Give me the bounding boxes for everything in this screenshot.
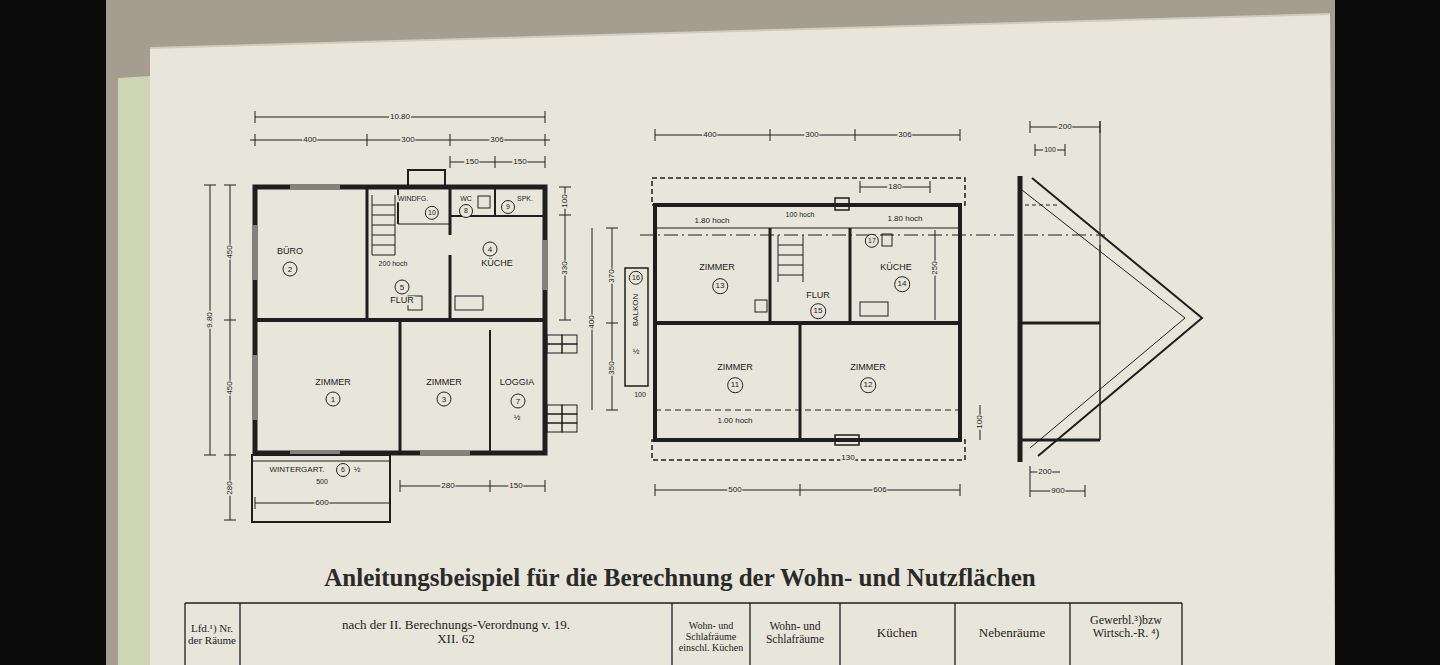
dimension-text: 200 (1037, 468, 1052, 476)
dimension-text: 150 (512, 158, 527, 166)
table-header-cell: Lfd.¹) Nr. der Räume (185, 622, 239, 646)
dimension-text: 400 (588, 314, 596, 329)
dimension-text: 350 (608, 360, 616, 375)
dimension-text: 180 (887, 183, 902, 191)
room-name: ZIMMER (698, 263, 736, 272)
table-header-cell: Gewerbl.³)bzw Wirtsch.-R. ⁴) (1071, 614, 1181, 640)
room-number: 5 (395, 280, 410, 295)
height-note: 1.00 hoch (716, 417, 753, 425)
room-number: 2 (283, 262, 298, 277)
room-name: LOGGIA (499, 378, 536, 387)
dimension-text: 100 (561, 193, 569, 208)
dimension-text: 130 (840, 454, 855, 462)
height-note: 1.80 hoch (886, 215, 923, 223)
height-note: 200 hoch (378, 260, 409, 267)
room-number: 4 (483, 242, 498, 257)
room-name: ZIMMER (716, 363, 754, 372)
dimension-text: 100 (1043, 146, 1057, 153)
room-number: 14 (894, 276, 910, 292)
page-title: Anleitungsbeispiel für die Berechnung de… (324, 564, 1035, 592)
table-header-cell: Wohn- und Schlafräume (751, 620, 839, 645)
room-number: 9 (501, 200, 515, 214)
dimension-text: 100 (976, 414, 984, 429)
dimension-text: 150 (464, 158, 479, 166)
dimension-text: 500 (315, 478, 329, 485)
dimension-text: 900 (1050, 487, 1065, 495)
room-number: 7 (511, 394, 526, 409)
dimension-text: 500 (727, 486, 742, 494)
height-note: 1.80 hoch (693, 217, 730, 225)
height-note: ½ (513, 414, 522, 422)
dimension-text: 280 (226, 480, 234, 495)
table-header-cell: Küchen (841, 626, 953, 640)
room-number: 6 (336, 463, 350, 477)
room-number: 11 (727, 377, 743, 393)
room-name: ZIMMER (425, 378, 463, 387)
room-name: ZIMMER (849, 363, 887, 372)
room-number: 13 (712, 278, 728, 294)
dimension-text: 300 (804, 131, 819, 139)
dimension-text: 200 (1057, 123, 1072, 131)
height-note: ½ (353, 466, 362, 474)
room-name: WC (459, 195, 473, 202)
dimension-text: 606 (872, 486, 887, 494)
table-header-cell: Wohn- und Schlafräume einschl. Küchen (673, 620, 749, 653)
room-name: FLUR (805, 291, 831, 300)
dimension-text: 306 (489, 136, 504, 144)
table-header-cell: nach der II. Berechnungs-Verordnung v. 1… (330, 618, 582, 647)
dimension-text: 100 (633, 391, 647, 398)
room-name: FLUR (389, 296, 415, 305)
room-name: ZIMMER (314, 378, 352, 387)
dimension-text: 400 (302, 136, 317, 144)
room-number: 8 (459, 204, 473, 218)
room-name: SPK. (516, 195, 534, 202)
dimension-text: 306 (897, 131, 912, 139)
dimension-text: 450 (226, 244, 234, 259)
room-number: 3 (437, 392, 452, 407)
dimension-text: 330 (561, 260, 569, 275)
room-name: BALKON (632, 293, 640, 327)
room-name: WINDFG. (397, 195, 429, 202)
dimension-text: 370 (608, 268, 616, 283)
dimension-text: 10.80 (389, 113, 411, 121)
dimension-text: 150 (508, 482, 523, 490)
room-name: BÜRO (276, 247, 304, 256)
height-note: 100 hoch (785, 211, 816, 218)
room-number: 1 (326, 392, 341, 407)
room-name: WINTERGART. (269, 466, 326, 474)
dimension-text: 300 (400, 136, 415, 144)
dimension-text: 280 (440, 482, 455, 490)
dimension-text: 450 (226, 380, 234, 395)
room-number: 15 (810, 303, 826, 319)
table-header-cell: Nebenräume (956, 626, 1068, 640)
dimension-text: 9.80 (206, 311, 214, 329)
room-name: KÜCHE (879, 263, 913, 272)
dimension-text: 400 (702, 131, 717, 139)
room-number: 12 (860, 377, 876, 393)
dimension-text: 600 (314, 499, 329, 507)
dimension-text: 250 (931, 260, 939, 275)
room-name: KÜCHE (480, 259, 514, 268)
height-note: ½ (632, 348, 641, 356)
